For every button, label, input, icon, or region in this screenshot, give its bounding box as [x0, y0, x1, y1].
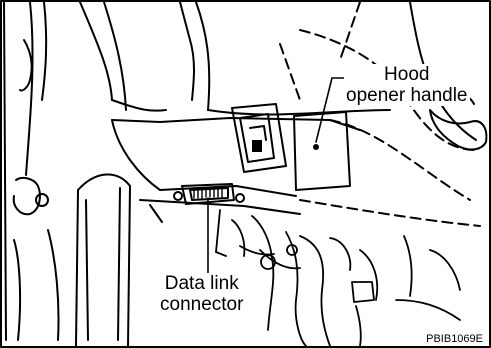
hood-opener-label-line2: opener handle — [346, 85, 468, 106]
hood-opener-label-line1: Hood — [384, 64, 430, 85]
data-link-label-line1: Data link — [164, 273, 239, 294]
data-link-connector — [173, 183, 245, 205]
data-link-label-line2: connector — [160, 294, 244, 315]
hood-opener-handle — [231, 103, 287, 173]
wiring-harness — [215, 209, 461, 347]
left-pillar — [3, 1, 60, 341]
steering-column — [75, 173, 131, 347]
lower-cover — [111, 117, 361, 223]
reference-code: PBIB1069E — [424, 333, 485, 345]
data-link-connector-label: Data link connector — [158, 273, 246, 315]
hood-opener-handle-label: Hood opener handle — [344, 64, 470, 106]
side-bracket — [293, 111, 351, 191]
leader-lines — [207, 77, 347, 275]
